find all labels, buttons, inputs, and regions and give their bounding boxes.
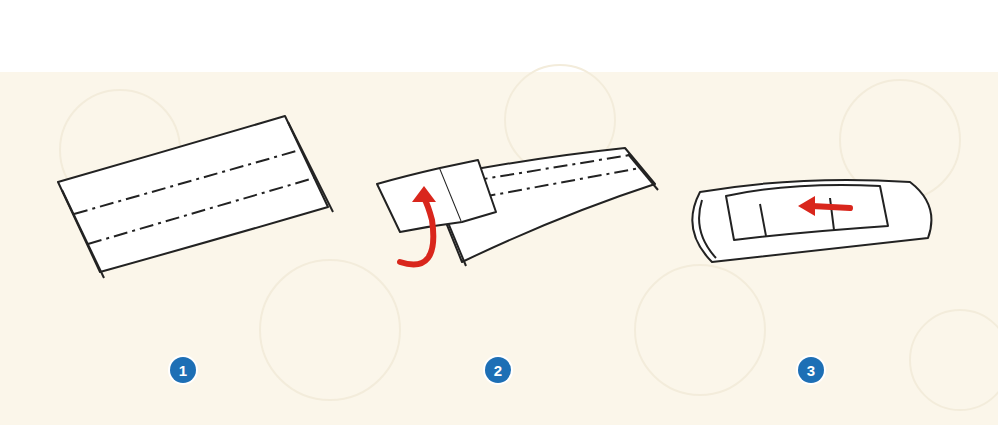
fold-arrowhead [412, 186, 436, 202]
fold-arrow [400, 198, 433, 264]
fold-arrow [812, 206, 850, 208]
step-number-circle: 3 [798, 357, 824, 383]
step-number: 2 [494, 363, 502, 378]
step-number: 1 [179, 363, 187, 378]
step-number-circle: 2 [485, 357, 511, 383]
flat-sheet [58, 116, 333, 278]
step-number-circle: 1 [170, 357, 196, 383]
step-number: 3 [807, 363, 815, 378]
rolled-bundle [692, 180, 931, 262]
half-folded-sheet [377, 148, 658, 266]
fold-arrowhead [798, 196, 815, 216]
background-band [0, 72, 998, 425]
